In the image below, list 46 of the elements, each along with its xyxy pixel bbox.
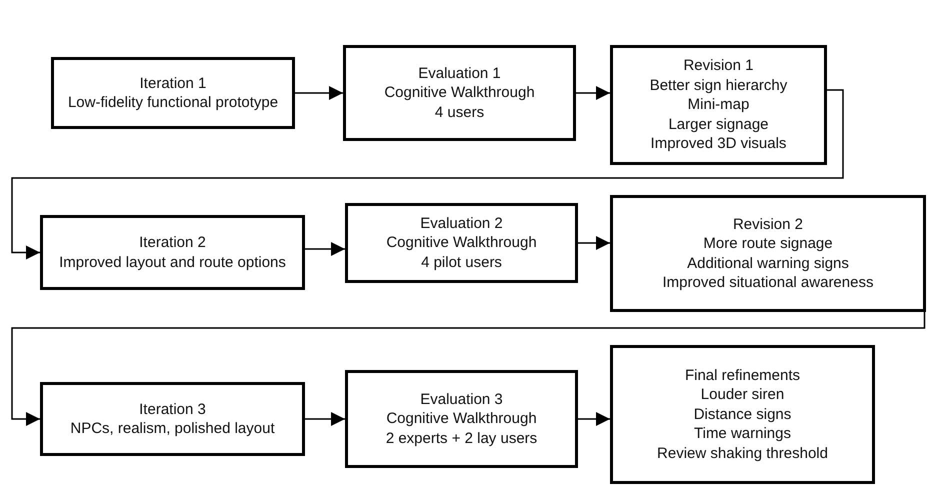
box-heading: Iteration 1	[140, 74, 206, 93]
box-heading: Evaluation 1	[418, 64, 501, 84]
box-text: Better sign hierarchy	[650, 76, 788, 96]
box-text: Cognitive Walkthrough	[384, 83, 535, 103]
box-text: 4 pilot users	[421, 252, 502, 272]
box-text: Larger signage	[668, 114, 769, 134]
arrow	[576, 86, 610, 100]
process-box	[345, 203, 578, 283]
box-heading: Revision 2	[732, 214, 804, 234]
box-text: 4 users	[434, 102, 484, 122]
box-heading: Evaluation 3	[420, 390, 503, 410]
box-heading: Iteration 3	[139, 400, 206, 419]
box-text: Louder siren	[700, 385, 784, 405]
box-text: Cognitive Walkthrough	[386, 409, 537, 429]
box-text: More route signage	[703, 234, 833, 254]
box-text: Cognitive Walkthrough	[386, 233, 537, 253]
box-text: Review shaking threshold	[657, 444, 828, 464]
box-text: Low-fidelity functional prototype	[68, 93, 278, 112]
arrow	[305, 242, 345, 256]
arrow	[11, 89, 844, 260]
box-text: Distance signs	[694, 404, 792, 424]
box-heading: Revision 1	[683, 56, 754, 76]
box-text: Additional warning signs	[687, 254, 849, 273]
box-text: NPCs, realism, polished layout	[70, 419, 275, 438]
box-heading: Final refinements	[684, 366, 800, 386]
process-box	[610, 345, 875, 484]
process-box	[345, 370, 578, 468]
process-box	[51, 57, 295, 129]
process-box	[610, 195, 926, 312]
process-box	[610, 45, 827, 165]
process-box	[40, 215, 305, 290]
process-box	[40, 382, 305, 456]
box-text: Improved layout and route options	[59, 252, 286, 272]
box-text: Time warnings	[694, 424, 791, 444]
box-heading: Evaluation 2	[420, 214, 503, 234]
arrow	[295, 86, 343, 100]
box-text: Mini-map	[688, 95, 750, 115]
arrow	[578, 236, 610, 250]
arrow	[578, 412, 610, 426]
box-text: 2 experts + 2 lay users	[386, 428, 538, 448]
box-text: Improved 3D visuals	[650, 134, 786, 154]
arrow	[305, 412, 345, 426]
arrow	[11, 312, 926, 426]
box-heading: Iteration 2	[139, 233, 206, 252]
box-text: Improved situational awareness	[662, 273, 874, 292]
process-box	[343, 45, 576, 141]
